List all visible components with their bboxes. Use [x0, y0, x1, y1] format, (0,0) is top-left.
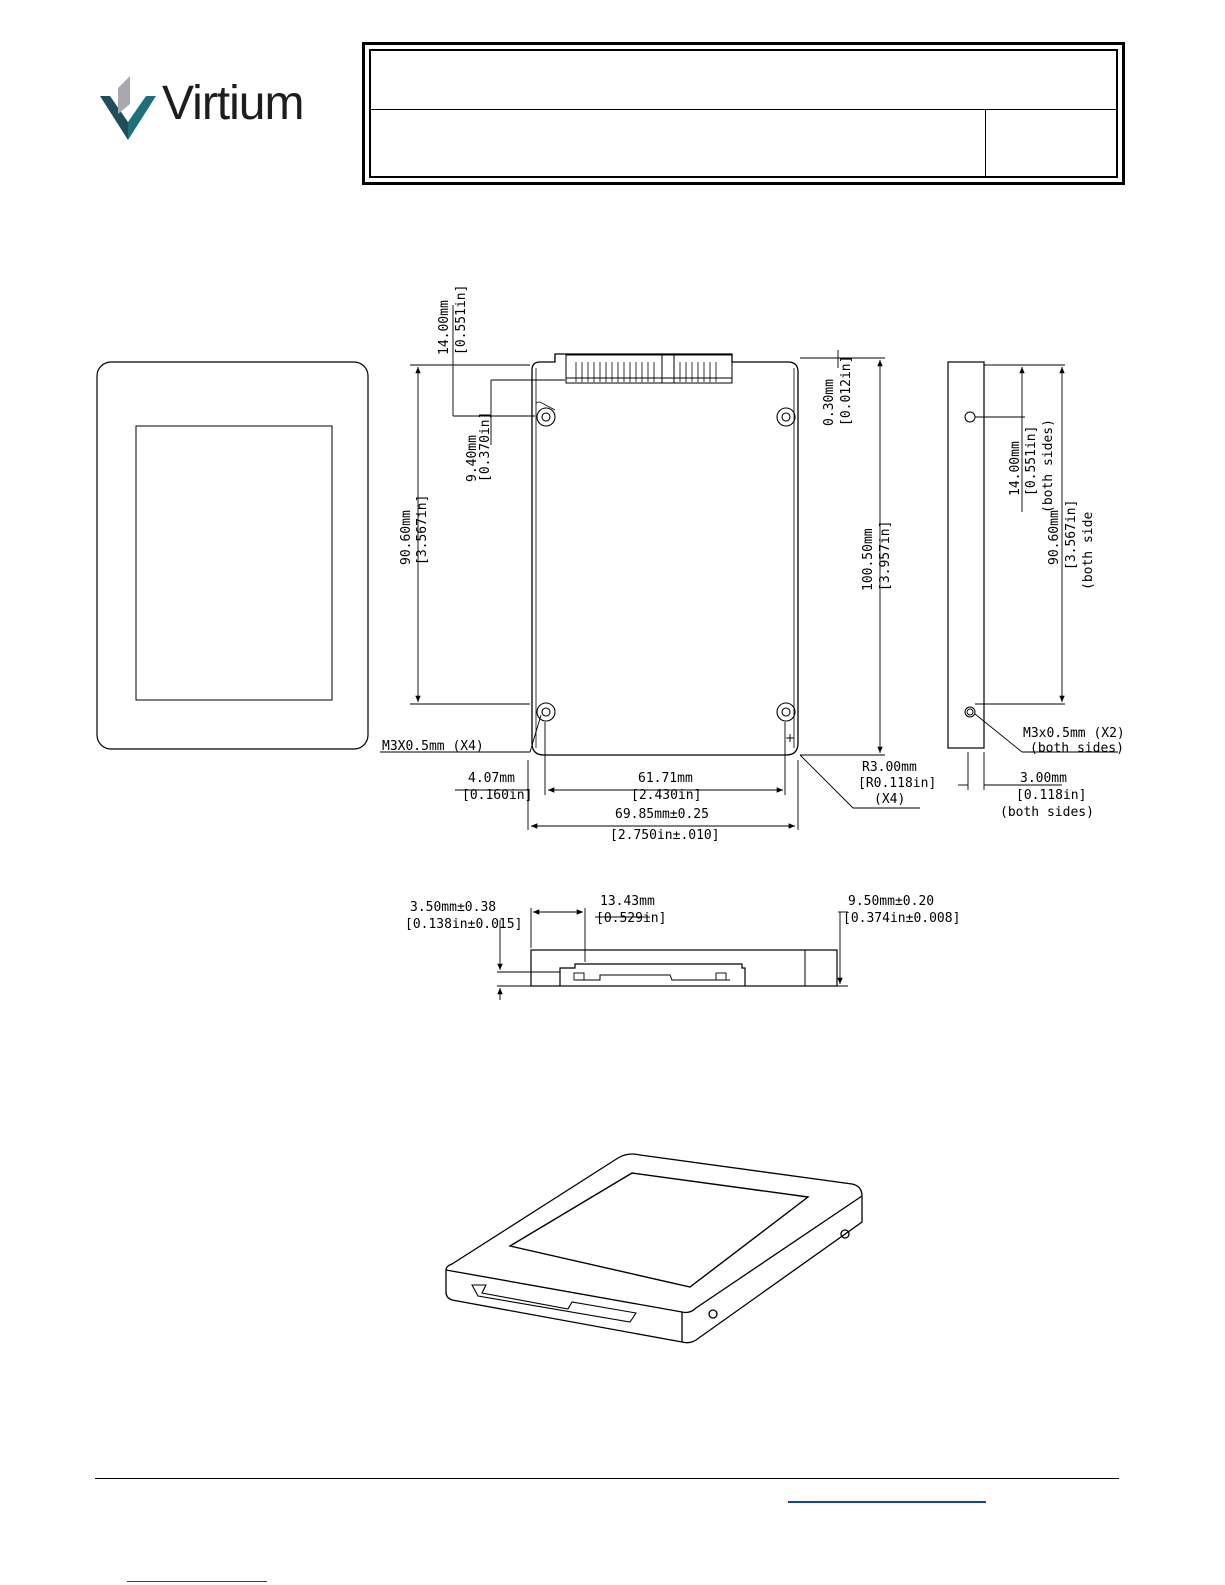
dim-width-mm: 69.85mm±0.25: [615, 807, 709, 822]
svg-text:+: +: [785, 731, 795, 745]
side-dim-offset-mm: 14.00mm: [1008, 441, 1023, 496]
front-dim-conn-mm: 13.43mm: [600, 894, 655, 909]
dim-length-mm: 100.50mm: [861, 528, 876, 591]
front-dim-base-mm: 3.50mm±0.38: [410, 900, 496, 915]
dim-width-in: [2.750in±.010]: [610, 828, 720, 843]
front-dim-height-mm: 9.50mm±0.20: [848, 894, 934, 909]
isometric-connector: [471, 1284, 637, 1323]
dim-thickness-mm: 0.30mm: [822, 379, 837, 426]
dim-hole-spacing-mm: 90.60mm: [399, 510, 414, 565]
dim-hole-spacing-in: [3.567in]: [415, 495, 430, 565]
dim-thickness-in: [0.012in]: [839, 356, 854, 426]
dim-edge-mm: 4.07mm: [468, 771, 515, 786]
dim-radius-mm: R3.00mm: [862, 760, 917, 775]
dim-hole-width-in: [2.430in]: [631, 788, 701, 803]
label-view-outline: [96, 361, 369, 750]
footer-link-underline-bottom[interactable]: [127, 1581, 267, 1582]
brand-name: Virtium: [162, 77, 304, 130]
title-block-inner: [369, 49, 1118, 178]
dim-hole-offset-in: [0.370in]: [478, 412, 493, 482]
footer-link-underline[interactable]: [788, 1501, 986, 1503]
dim-conn-offset-in: [0.551in]: [454, 285, 469, 355]
front-view-outline: [530, 949, 838, 987]
top-view: + 14.00mm [0: [380, 285, 936, 843]
side-dim-offset-note: (both sides): [1041, 419, 1056, 513]
front-dim-height-in: [0.374in±0.008]: [843, 911, 960, 926]
isometric-outline: [445, 1153, 863, 1344]
dim-radius-in: [R0.118in]: [858, 776, 936, 791]
side-dim-screw-sides: (both sides): [1030, 741, 1124, 756]
label-area: [135, 425, 333, 701]
dim-conn-offset-mm: 14.00mm: [437, 300, 452, 355]
dim-edge-in: [0.160in]: [462, 788, 532, 803]
front-dim-conn-in: [0.529in]: [596, 911, 666, 926]
side-dim-spacing-in: [3.567in]: [1064, 500, 1079, 570]
label-view: [96, 361, 369, 750]
title-block: [362, 42, 1125, 185]
footer-rule: [95, 1478, 1119, 1479]
dim-hole-width-mm: 61.71mm: [638, 771, 693, 786]
front-view: 3.50mm±0.38 [0.138in±0.015] 13.43mm [0.5…: [405, 894, 960, 1000]
dim-hole-offset-mm: 9.40mm: [465, 435, 480, 482]
sata-connector-front: [559, 963, 746, 986]
title-row-subtitle: [371, 109, 986, 176]
side-dim-edge-in: [0.118in]: [1016, 788, 1086, 803]
top-view-outline: [531, 353, 799, 756]
side-dim-offset-in: [0.551in]: [1024, 426, 1039, 496]
side-dim-edge-note: (both sides): [1000, 805, 1094, 820]
side-view-outline: [947, 361, 985, 749]
title-row-main: [371, 51, 1116, 110]
virtium-chevron-logo-icon: [100, 76, 156, 140]
front-dim-base-in: [0.138in±0.015]: [405, 917, 522, 932]
dim-radius-count: (X4): [874, 792, 905, 807]
side-view: 14.00mm [0.551in] (both sides) 90.60mm […: [947, 361, 1125, 820]
side-dim-edge-mm: 3.00mm: [1020, 771, 1067, 786]
isometric-label-area: [508, 1172, 810, 1288]
sata-connector-top: [565, 354, 733, 384]
side-dim-screw-note: M3x0.5mm (X2): [1023, 726, 1125, 741]
dim-length-in: [3.957in]: [878, 521, 893, 591]
isometric-view: [445, 1153, 863, 1344]
side-dim-spacing-note: (both side: [1081, 512, 1096, 590]
dim-screw-note: M3X0.5mm (X4): [382, 739, 484, 754]
virtium-logo: Virtium: [100, 74, 340, 144]
side-dim-spacing-mm: 90.60mm: [1047, 510, 1062, 565]
